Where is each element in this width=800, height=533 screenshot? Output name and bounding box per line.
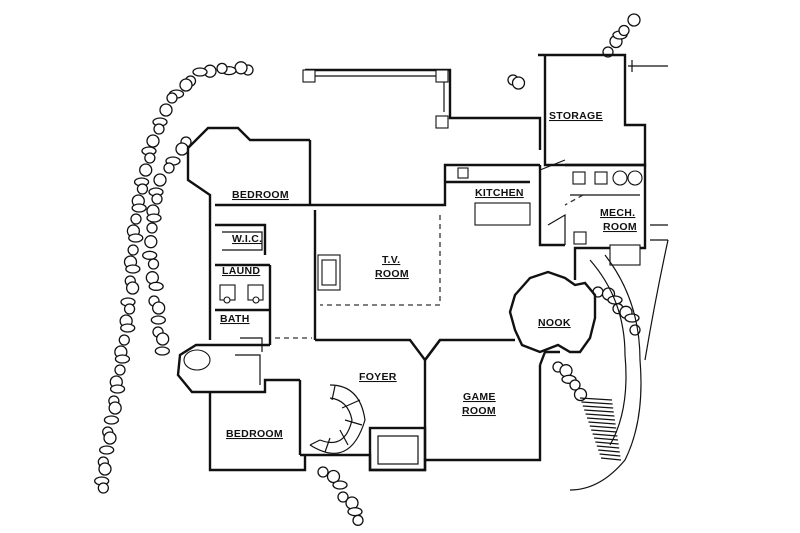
- stair-tread: [598, 449, 620, 453]
- stone: [142, 250, 158, 260]
- stone: [139, 163, 153, 177]
- stone: [152, 301, 166, 315]
- stone: [163, 162, 175, 174]
- stone: [153, 123, 165, 135]
- stone: [144, 235, 158, 249]
- stone: [175, 142, 189, 156]
- stone: [108, 401, 122, 415]
- stone: [147, 258, 160, 270]
- label-foyer: FOYER: [359, 371, 397, 383]
- exterior-walkway: [569, 224, 669, 491]
- stair-tread: [585, 413, 615, 417]
- stone: [154, 346, 170, 356]
- stone: [337, 491, 349, 503]
- stone-border-left: [94, 61, 254, 494]
- label-kitchen: KITCHEN: [475, 187, 524, 199]
- stone: [120, 323, 136, 333]
- stone: [573, 387, 588, 402]
- stone: [156, 332, 170, 346]
- stone: [317, 466, 329, 478]
- label-mech-2: ROOM: [603, 221, 637, 233]
- label-game-1: GAME: [463, 391, 496, 403]
- stone: [144, 152, 156, 164]
- stone: [125, 264, 141, 274]
- stair-tread: [596, 445, 620, 449]
- stone: [99, 445, 115, 455]
- stair-tread: [584, 409, 614, 413]
- label-laundry: LAUND: [222, 265, 260, 277]
- label-bath: BATH: [220, 313, 250, 325]
- stone-border-bottom: [317, 466, 364, 526]
- stair-tread: [581, 401, 613, 405]
- stone: [128, 233, 144, 243]
- stone: [109, 384, 126, 394]
- stone: [347, 507, 363, 517]
- storage-room: [538, 53, 668, 167]
- stone: [146, 213, 162, 223]
- label-wic: W.I.C.: [232, 233, 262, 245]
- stair-tread: [599, 453, 621, 457]
- stone: [352, 514, 364, 526]
- stone: [148, 281, 164, 291]
- stone-border-top: [507, 13, 641, 90]
- stone-border-right: [552, 286, 641, 402]
- stone: [618, 24, 630, 37]
- stone: [146, 134, 160, 148]
- stone: [146, 222, 158, 234]
- stone: [127, 244, 139, 256]
- stone: [153, 173, 167, 187]
- label-tv-1: T.V.: [382, 254, 400, 266]
- label-storage: STORAGE: [549, 110, 603, 122]
- stair-tread: [593, 437, 619, 441]
- stone: [234, 61, 248, 75]
- stone: [103, 431, 117, 445]
- stair-tread: [589, 425, 617, 429]
- stone: [125, 281, 140, 295]
- house-walls: [176, 126, 647, 472]
- label-tv-2: ROOM: [375, 268, 409, 280]
- stone: [131, 203, 147, 213]
- stone: [624, 313, 640, 323]
- stair-tread: [592, 433, 618, 437]
- stone: [151, 193, 163, 205]
- stone: [569, 379, 581, 391]
- stair-tread: [588, 421, 616, 425]
- stone: [332, 480, 348, 490]
- stone: [123, 303, 136, 315]
- room-labels: STORAGE KITCHEN MECH. ROOM BEDROOM W.I.C…: [220, 110, 637, 440]
- stone: [627, 13, 641, 27]
- stair-tread: [582, 405, 614, 409]
- stone: [97, 482, 109, 494]
- stone: [103, 415, 120, 425]
- stone: [150, 315, 166, 325]
- stair-tread: [579, 397, 613, 401]
- stone: [130, 213, 142, 225]
- label-game-2: ROOM: [462, 405, 496, 417]
- rear-patio: [302, 68, 542, 150]
- stone: [166, 92, 178, 104]
- stone: [114, 354, 131, 364]
- stone: [511, 76, 526, 90]
- stone: [192, 67, 208, 77]
- stone: [118, 334, 130, 346]
- exterior-stairs: [579, 397, 622, 461]
- stone: [98, 462, 112, 476]
- stair-tread: [591, 429, 617, 433]
- label-nook: NOOK: [538, 317, 571, 329]
- stone: [159, 103, 173, 117]
- stair-tread: [600, 457, 622, 461]
- label-bedroom-lower: BEDROOM: [226, 428, 283, 440]
- stone: [216, 62, 228, 75]
- label-bedroom-upper: BEDROOM: [232, 189, 289, 201]
- stair-tread: [586, 417, 616, 421]
- stair-tread: [595, 441, 619, 445]
- stone: [136, 183, 149, 195]
- label-mech-1: MECH.: [600, 207, 635, 219]
- stone: [114, 364, 126, 376]
- stone: [179, 78, 193, 92]
